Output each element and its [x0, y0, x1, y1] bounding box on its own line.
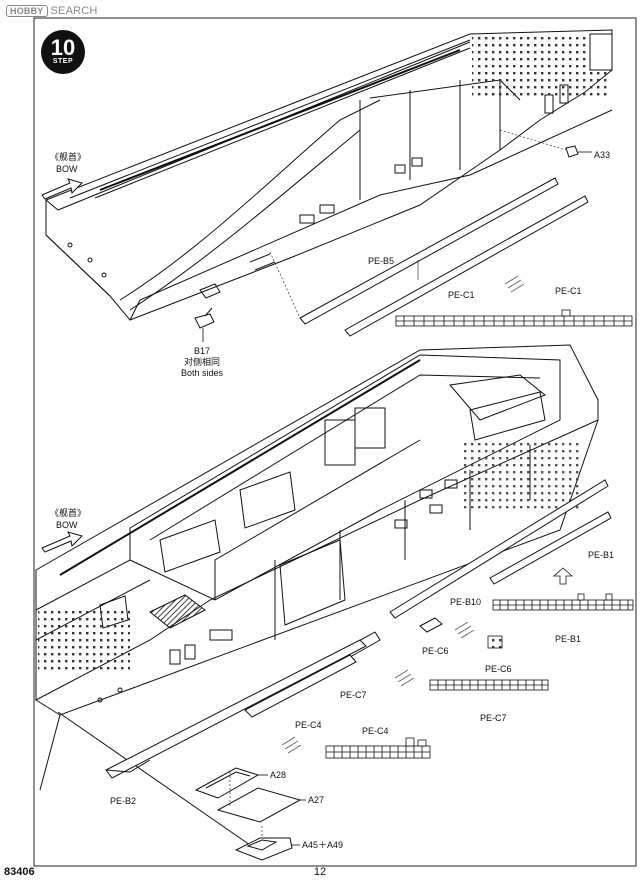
part-a33-shape — [565, 145, 579, 158]
step-word: STEP — [52, 58, 74, 65]
bow-label-cn-bottom: 《舰首》 — [50, 508, 87, 518]
watermark: HOBBY SEARCH — [6, 4, 98, 18]
label-both-sides-cn: 对侧相同 — [183, 357, 221, 367]
bow-label-en-top: BOW — [56, 164, 78, 174]
label-a27: A27 — [308, 795, 325, 805]
label-pe-c1-rail: PE-C1 — [555, 286, 582, 296]
motion-marks-1 — [504, 275, 525, 293]
step-badge: 10 STEP — [41, 30, 85, 74]
bow-label-cn-top: 《舰首》 — [50, 152, 87, 162]
label-pe-c1-strip: PE-C1 — [448, 290, 475, 300]
part-pe-c4-rail — [325, 737, 431, 759]
label-a33: A33 — [594, 150, 611, 160]
label-pe-c6-piece: PE-C6 — [422, 646, 449, 656]
label-pe-b2: PE-B2 — [110, 796, 137, 806]
label-pe-b5: PE-B5 — [368, 256, 395, 266]
motion-marks-3 — [394, 669, 415, 687]
label-pe-c4-rail: PE-C4 — [362, 726, 389, 736]
watermark-badge: HOBBY — [6, 5, 48, 17]
page-number: 12 — [313, 866, 327, 878]
part-pe-b2-frame — [105, 639, 367, 779]
lower-deck-holes-right — [460, 440, 580, 510]
watermark-text: SEARCH — [50, 5, 98, 17]
part-pe-c6-grid — [487, 635, 503, 649]
part-b17-shape — [194, 307, 215, 329]
part-pe-b1-strip-a — [389, 479, 609, 619]
label-both-sides-en: Both sides — [180, 368, 224, 378]
bow-arrow-top — [41, 178, 83, 200]
lower-deck-holes-left — [38, 610, 130, 670]
part-pe-b1-rail — [492, 593, 634, 611]
label-pe-b1-strip: PE-B1 — [588, 550, 615, 560]
motion-marks-2 — [454, 621, 475, 639]
part-pe-b1-strip-b — [489, 511, 612, 585]
hatched-opening — [149, 594, 206, 629]
part-pe-c6-piece — [419, 617, 443, 633]
label-pe-b1-rail: PE-B1 — [555, 634, 582, 644]
product-code: 83406 — [4, 866, 35, 878]
label-pe-b10: PE-B10 — [450, 597, 482, 607]
up-arrow — [552, 567, 574, 585]
page-frame — [33, 17, 637, 867]
bow-arrow-bottom — [41, 531, 83, 553]
label-a45-a49: A45＋A49 — [302, 840, 344, 850]
bow-label-en-bottom: BOW — [56, 520, 78, 530]
label-a28: A28 — [270, 770, 287, 780]
motion-marks-4 — [281, 736, 302, 754]
label-pe-c7-strip: PE-C7 — [340, 690, 367, 700]
part-pe-b5-strip — [299, 177, 559, 325]
upper-deck-holes — [472, 36, 610, 96]
label-b17: B17 — [193, 346, 211, 356]
part-pe-c1-strip — [344, 195, 589, 337]
part-pe-c1-rail — [395, 309, 633, 327]
label-pe-c4-strip: PE-C4 — [295, 720, 322, 730]
label-pe-c6-grid: PE-C6 — [485, 664, 512, 674]
part-pe-c4-strip — [244, 654, 357, 718]
part-pe-c7-rail — [429, 679, 549, 691]
label-pe-c7-rail: PE-C7 — [480, 713, 507, 723]
step-number: 10 — [50, 35, 76, 60]
